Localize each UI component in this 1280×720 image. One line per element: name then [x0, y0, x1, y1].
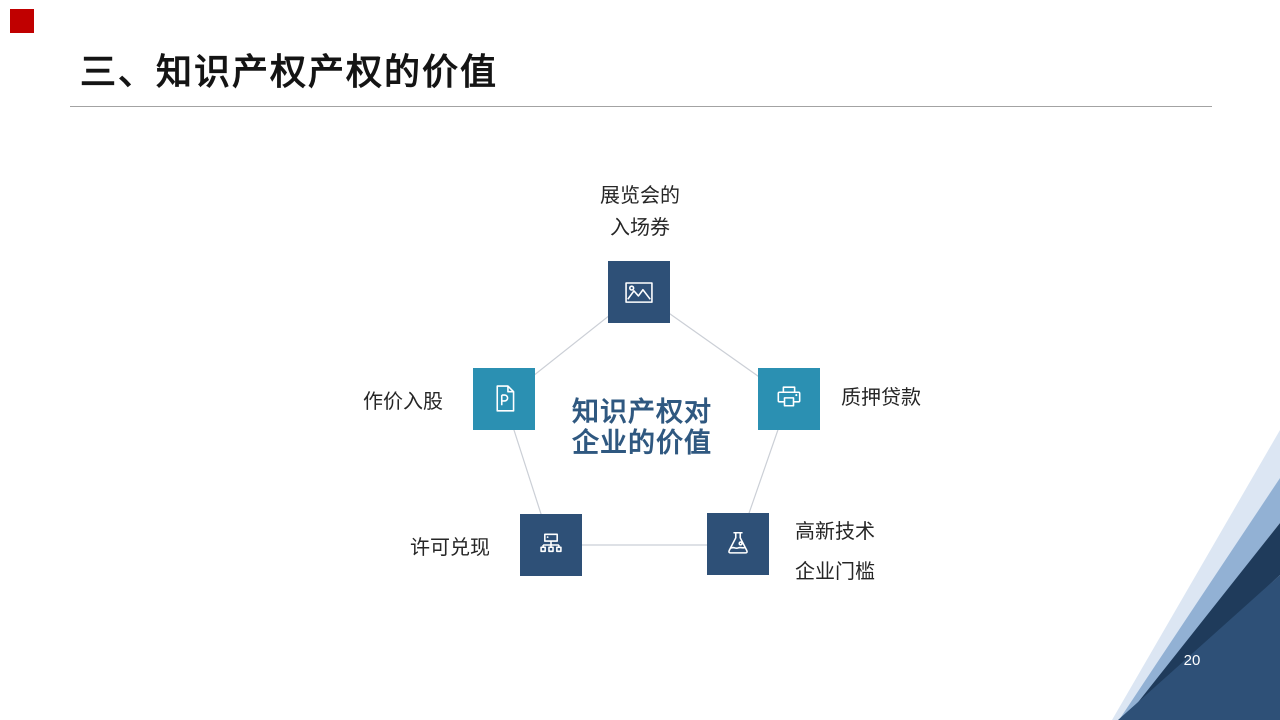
flask-icon — [728, 531, 748, 554]
label-equity: 作价入股 — [363, 391, 443, 413]
label-exhibition: 展览会的 入场券 — [540, 180, 740, 244]
label-exhibition-line1: 展览会的 — [600, 185, 680, 207]
label-hightech-line1: 高新技术 — [795, 521, 875, 543]
document-p-icon — [496, 385, 515, 412]
label-exhibition-line2: 入场券 — [610, 217, 670, 239]
node-loan-tile — [758, 368, 820, 430]
label-hightech: 高新技术 企业门槛 — [795, 512, 875, 592]
org-chart-icon — [540, 533, 562, 553]
diagram-center-title-line2: 企业的价值 — [572, 428, 712, 458]
page-title: 三、知识产权产权的价值 — [80, 51, 499, 92]
picture-icon — [625, 282, 653, 303]
title-divider — [70, 106, 1212, 107]
node-license-tile — [520, 514, 582, 576]
node-equity-tile — [473, 368, 535, 430]
diagram-center-title-line1: 知识产权对 — [572, 397, 712, 427]
node-exhibition-tile — [608, 261, 670, 323]
corner-decoration — [1112, 430, 1280, 720]
red-accent-square — [10, 9, 34, 33]
diagram-center-title: 知识产权对 企业的价值 — [502, 397, 782, 459]
label-loan: 质押贷款 — [841, 387, 921, 409]
label-license: 许可兑现 — [410, 537, 490, 559]
printer-icon — [777, 386, 801, 407]
page-number: 20 — [1183, 652, 1201, 669]
label-hightech-line2: 企业门槛 — [795, 561, 875, 583]
node-hightech-tile — [707, 513, 769, 575]
